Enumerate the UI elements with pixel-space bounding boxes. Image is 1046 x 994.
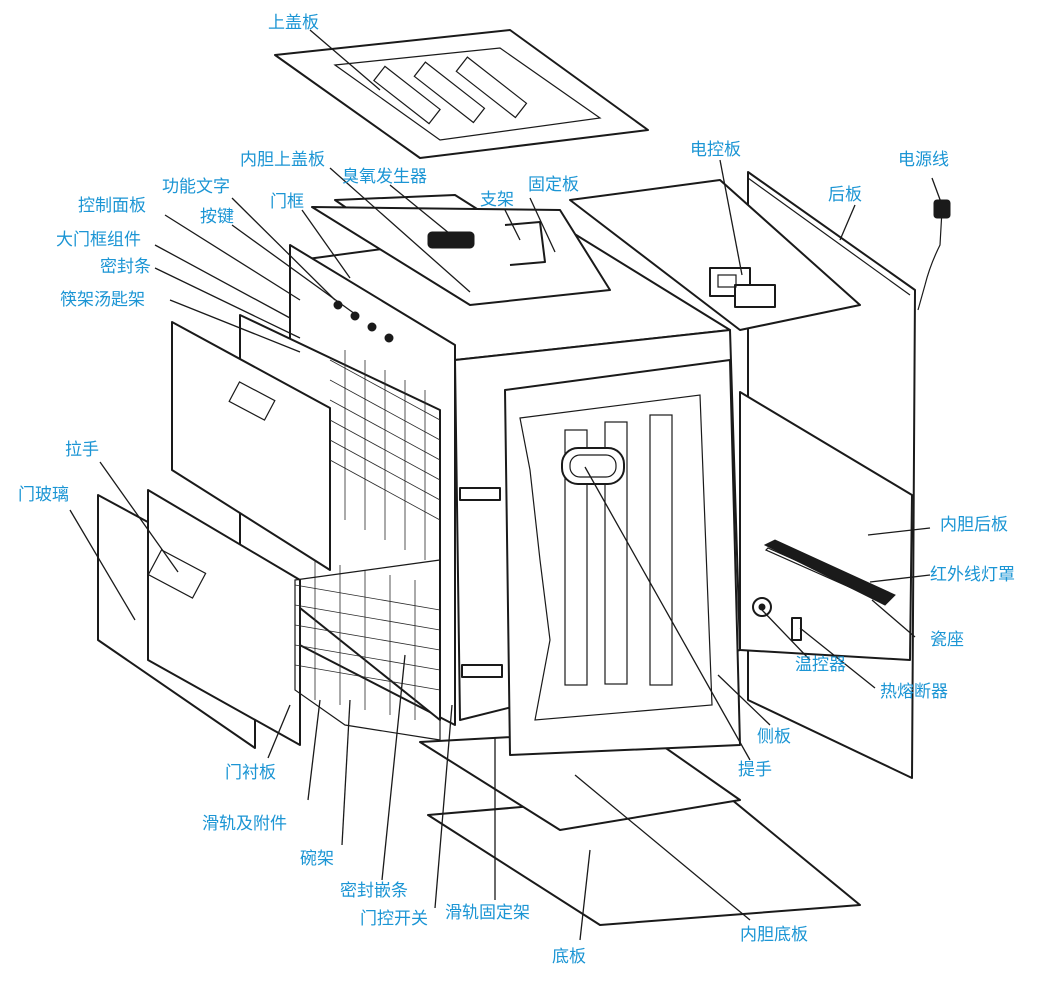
power-plug <box>933 199 951 219</box>
top-cover-slot-1 <box>373 65 441 125</box>
label-infrared-lamp-cover: 红外线灯罩 <box>930 565 1015 585</box>
label-handle: 拉手 <box>65 440 99 460</box>
label-thermostat: 温控器 <box>795 655 846 675</box>
label-sealing-insert-strip: 密封嵌条 <box>340 881 408 901</box>
door-liner-panel <box>147 489 301 746</box>
label-ozone-generator: 臭氧发生器 <box>342 167 427 187</box>
label-inner-back-panel: 内胆后板 <box>940 515 1008 535</box>
label-top-cover: 上盖板 <box>268 13 319 33</box>
label-slide-rail-accessories: 滑轨及附件 <box>202 814 287 834</box>
top-cover-slot-3 <box>455 56 528 119</box>
label-sealing-strip: 密封条 <box>100 257 151 277</box>
label-inner-bottom-plate: 内胆底板 <box>740 925 808 945</box>
power-cord-shape <box>917 209 943 311</box>
label-door-liner: 门衬板 <box>225 763 276 783</box>
label-slide-rail-bracket: 滑轨固定架 <box>445 903 530 923</box>
label-chopstick-spoon-rack: 筷架汤匙架 <box>60 290 145 310</box>
lift-handle-grip <box>561 447 625 485</box>
label-fixing-plate: 固定板 <box>528 175 579 195</box>
label-function-text: 功能文字 <box>162 177 230 197</box>
label-inner-top-cover: 内胆上盖板 <box>240 150 325 170</box>
cabinet-drawing <box>97 29 951 926</box>
part-labels: 上盖板 内胆上盖板 臭氧发生器 固定板 电控板 电源线 支架 后板 门框 功能文… <box>18 13 1015 967</box>
upper-drawer-front <box>171 321 331 571</box>
button-3 <box>367 322 377 332</box>
lower-rack-grid <box>294 560 441 720</box>
side-panel-rib-2 <box>604 421 628 685</box>
label-bracket: 支架 <box>480 190 514 210</box>
bowl-rack-frame <box>294 559 441 741</box>
button-4 <box>384 333 394 343</box>
label-door-glass: 门玻璃 <box>18 485 69 505</box>
top-cover-plate <box>274 29 649 159</box>
side-panel-rib-3 <box>649 414 673 686</box>
top-cover-slot-2 <box>413 61 486 124</box>
label-lift-handle: 提手 <box>738 760 772 780</box>
upper-drawer-handle <box>228 381 276 421</box>
leader-lines <box>69 29 943 941</box>
label-bottom-plate: 底板 <box>552 947 586 967</box>
ozone-generator-unit <box>427 231 475 249</box>
label-buttons: 按键 <box>200 207 234 227</box>
button-2 <box>350 311 360 321</box>
label-door-switch: 门控开关 <box>360 909 428 929</box>
label-power-cord: 电源线 <box>898 150 949 170</box>
label-big-door-frame-assembly: 大门框组件 <box>56 230 141 250</box>
label-thermal-fuse: 热熔断器 <box>880 682 948 702</box>
bracket-shape <box>504 221 546 266</box>
slide-rail-upper <box>459 487 501 501</box>
side-panel-rib-1 <box>564 429 588 686</box>
control-board-plate <box>569 179 861 331</box>
lower-drawer-handle <box>147 549 207 599</box>
label-back-panel: 后板 <box>828 185 862 205</box>
upper-rack-grid <box>329 350 441 560</box>
label-door-frame: 门框 <box>270 192 304 212</box>
thermal-fuse-shape <box>791 617 802 641</box>
label-control-panel: 控制面板 <box>78 196 146 216</box>
slide-rail-lower <box>461 664 503 678</box>
label-ceramic-seat: 瓷座 <box>930 630 964 650</box>
label-bowl-rack: 碗架 <box>300 849 334 869</box>
label-side-panel: 侧板 <box>757 727 791 747</box>
label-control-board: 电控板 <box>690 140 741 160</box>
